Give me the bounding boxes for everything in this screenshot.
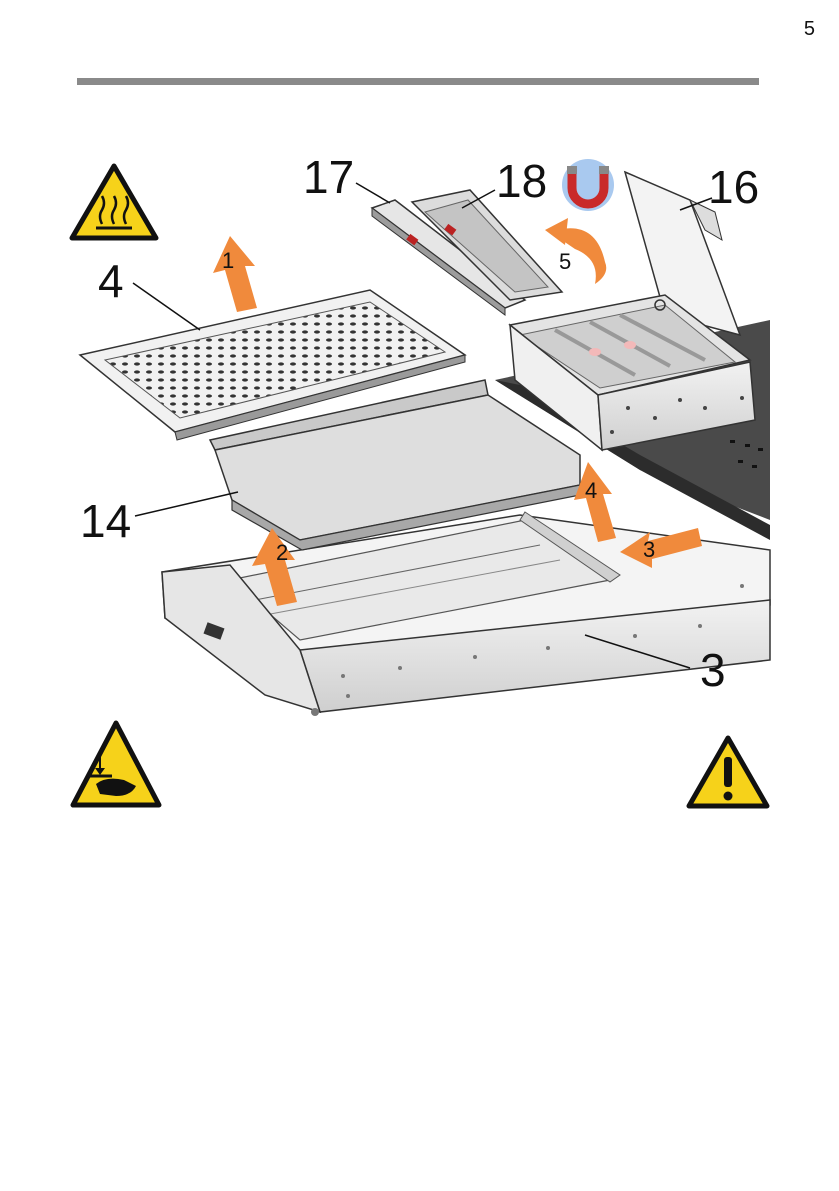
hot-surface-warning-icon (72, 166, 156, 238)
step-arrow-5 (545, 218, 606, 284)
step-label-1: 1 (222, 248, 234, 273)
callout-18: 18 (496, 155, 547, 207)
step-label-5: 5 (559, 249, 571, 274)
step-label-3: 3 (643, 537, 655, 562)
step-label-2: 2 (276, 540, 288, 565)
hand-crush-warning-icon (73, 723, 159, 805)
callout-4: 4 (98, 255, 124, 307)
callout-17: 17 (303, 151, 354, 203)
callout-3: 3 (700, 644, 726, 696)
step-label-4: 4 (585, 478, 597, 503)
step-arrow-1 (213, 236, 257, 312)
callout-16: 16 (708, 161, 759, 213)
general-warning-icon (689, 738, 767, 806)
magnet-icon (562, 159, 614, 211)
callout-14: 14 (80, 495, 131, 547)
